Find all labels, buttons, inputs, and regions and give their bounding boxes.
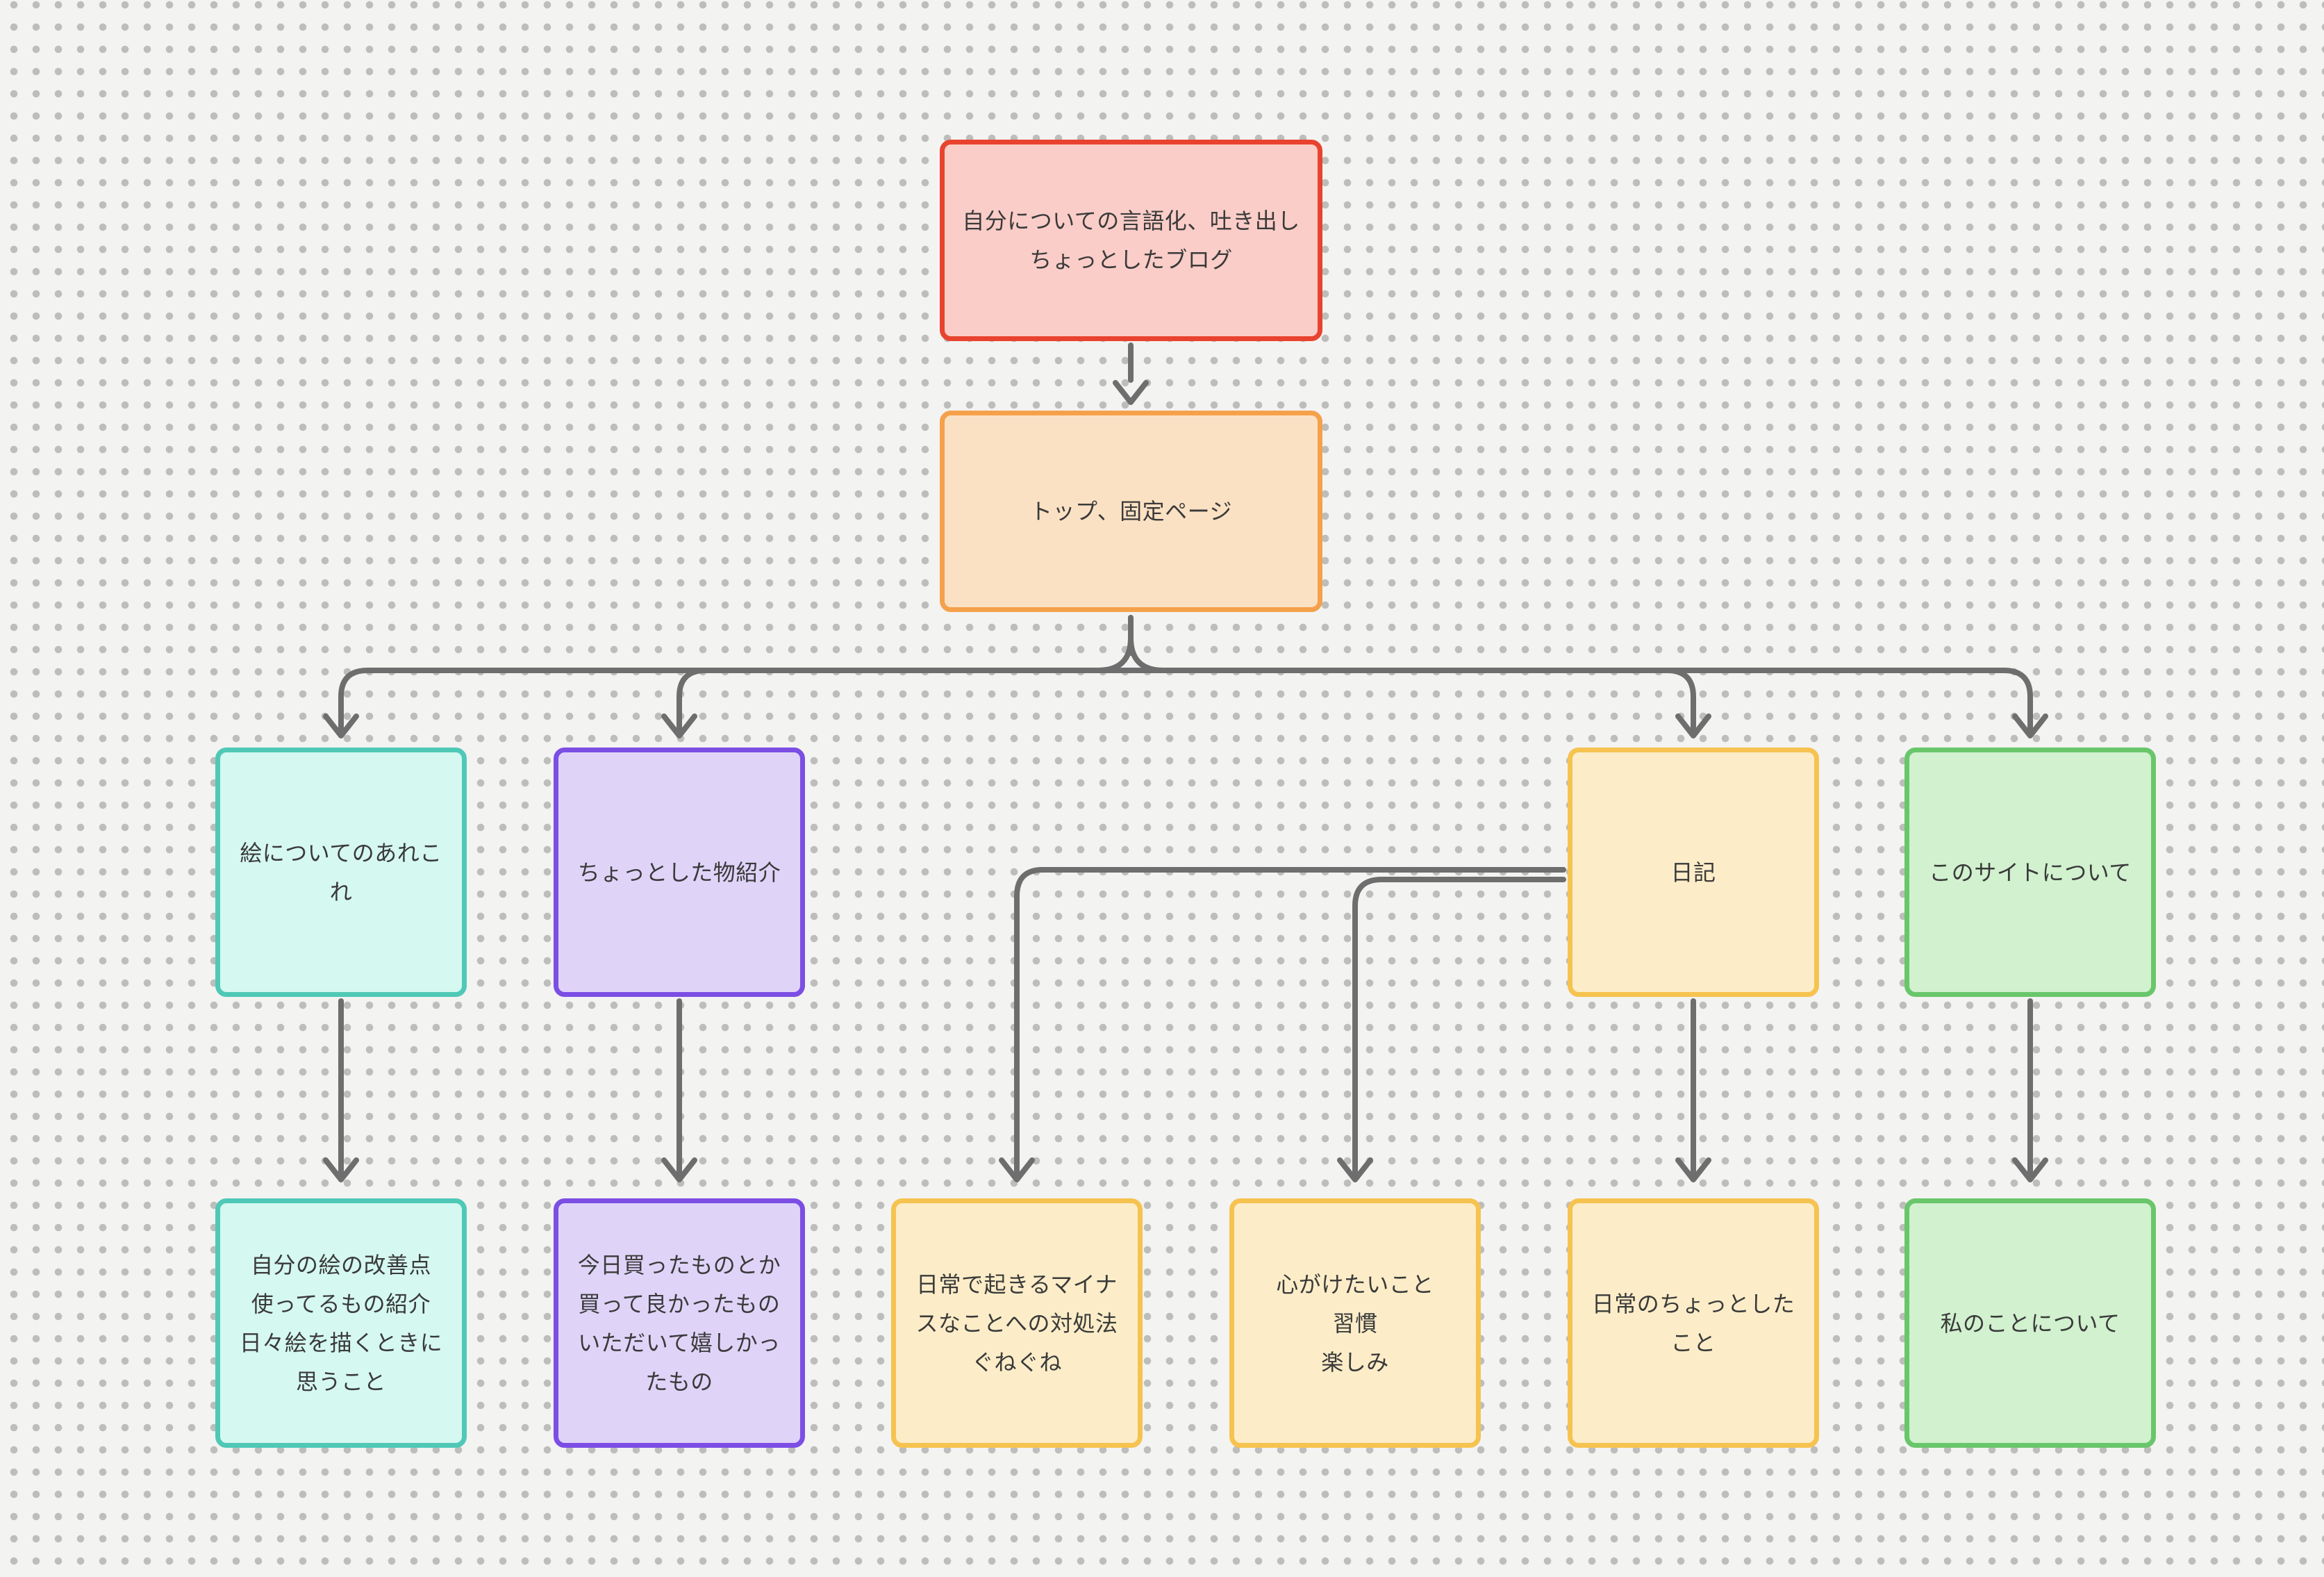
connector-goods-to-detail[interactable]: [661, 998, 697, 1182]
branch-flare-left[interactable]: [1095, 635, 1134, 673]
branch-drop-goods[interactable]: [677, 668, 708, 732]
node-root[interactable]: 自分についての言語化、吐き出し ちょっとしたブログ: [940, 140, 1322, 341]
connector-root-to-top[interactable]: [1113, 342, 1149, 405]
node-about-site[interactable]: このサイトについて: [1904, 748, 2156, 997]
branch-flare-right[interactable]: [1128, 635, 1166, 673]
arrowhead-to-goods[interactable]: [661, 713, 697, 738]
node-about-site-label: このサイトについて: [1929, 859, 2132, 885]
connector-diary-habits-line[interactable]: [1352, 877, 1566, 1177]
node-art[interactable]: 絵についてのあれこ れ: [215, 748, 467, 997]
node-goods-label: ちょっとした物紹介: [577, 859, 781, 885]
arrowhead-to-habits[interactable]: [1337, 1157, 1373, 1182]
arrowhead-to-me[interactable]: [2012, 1157, 2048, 1182]
node-habits-label: 心がけたいこと 習慣 楽しみ: [1276, 1271, 1434, 1375]
arrowhead-to-site[interactable]: [2012, 713, 2048, 738]
connector-diary-coping-line[interactable]: [1014, 867, 1566, 1177]
node-about-me[interactable]: 私のことについて: [1904, 1198, 2156, 1448]
node-daily[interactable]: 日常のちょっとした こと: [1568, 1198, 1819, 1448]
node-top-page-label: トップ、固定ページ: [1030, 499, 1232, 524]
node-goods[interactable]: ちょっとした物紹介: [554, 748, 805, 997]
connector-diary-to-habits[interactable]: [1337, 877, 1566, 1182]
node-diary-label: 日記: [1670, 859, 1716, 885]
node-diary[interactable]: 日記: [1568, 748, 1819, 997]
branch-drop-diary[interactable]: [1664, 668, 1696, 732]
node-goods-detail[interactable]: 今日買ったものとか 買って良かったもの いただいて嬉しかっ たもの: [554, 1198, 805, 1448]
node-art-detail[interactable]: 自分の絵の改善点 使ってるもの紹介 日々絵を描くときに 思うこと: [215, 1198, 467, 1448]
arrowhead-to-coping[interactable]: [999, 1157, 1035, 1182]
node-daily-label: 日常のちょっとした こと: [1591, 1291, 1795, 1355]
node-root-label: 自分についての言語化、吐き出し ちょっとしたブログ: [962, 208, 1300, 272]
node-art-label: 絵についてのあれこ れ: [240, 840, 442, 905]
node-goods-detail-label: 今日買ったものとか 買って良かったもの いただいて嬉しかっ たもの: [577, 1252, 781, 1394]
arrowhead-to-top[interactable]: [1113, 380, 1149, 405]
node-art-detail-label: 自分の絵の改善点 使ってるもの紹介 日々絵を描くときに 思うこと: [239, 1252, 443, 1394]
arrowhead-to-daily[interactable]: [1675, 1157, 1711, 1182]
arrowhead-to-art-detail[interactable]: [323, 1157, 359, 1182]
node-coping[interactable]: 日常で起きるマイナ スなことへの対処法 ぐねぐね: [891, 1198, 1143, 1448]
branch-spine[interactable]: [338, 668, 2033, 732]
arrowhead-to-art[interactable]: [323, 713, 359, 738]
arrowhead-to-diary[interactable]: [1675, 713, 1711, 738]
node-about-me-label: 私のことについて: [1940, 1310, 2120, 1336]
node-habits[interactable]: 心がけたいこと 習慣 楽しみ: [1229, 1198, 1481, 1448]
node-top-page[interactable]: トップ、固定ページ: [940, 411, 1322, 612]
arrowhead-to-goods-detail[interactable]: [661, 1157, 697, 1182]
connector-diary-to-coping[interactable]: [999, 867, 1566, 1182]
node-coping-label: 日常で起きるマイナ スなことへの対処法 ぐねぐね: [915, 1271, 1118, 1375]
connector-top-branches[interactable]: [323, 615, 2048, 738]
connector-art-to-detail[interactable]: [323, 998, 359, 1182]
connector-site-to-me[interactable]: [2012, 998, 2048, 1182]
connector-diary-to-daily[interactable]: [1675, 998, 1711, 1182]
